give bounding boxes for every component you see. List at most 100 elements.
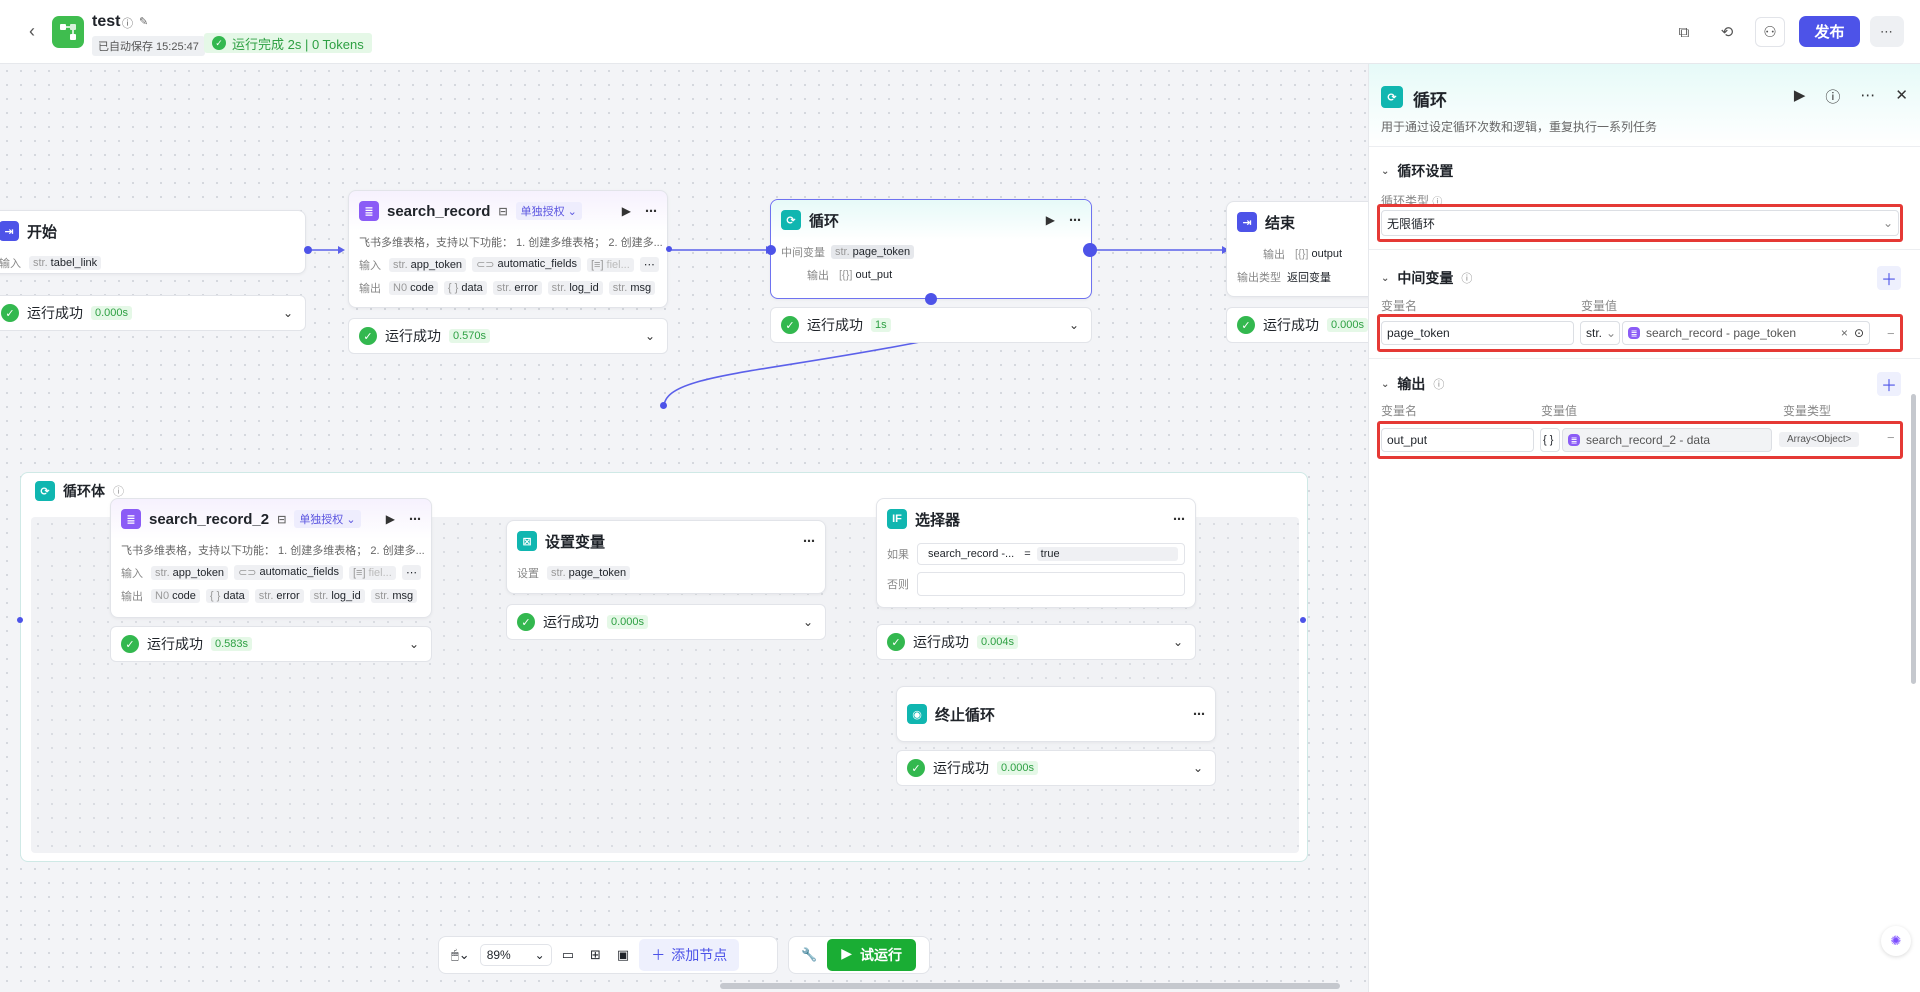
add-mid-var-button[interactable]: ＋ (1877, 266, 1901, 290)
layout-icon[interactable]: ⊞ (590, 947, 601, 962)
input-port[interactable] (766, 245, 776, 255)
output-port[interactable] (666, 246, 672, 252)
mouse-mode-icon[interactable]: 🖱⌄ (451, 947, 470, 962)
loop-type-select[interactable]: 无限循环⌄ (1381, 210, 1899, 236)
more-icon[interactable]: ⋯ (645, 204, 657, 218)
loop-body-port[interactable] (925, 293, 937, 305)
more-icon[interactable]: ⋯ (1173, 512, 1185, 526)
start-run-status[interactable]: ✓ 运行成功 0.000s ⌄ (0, 295, 306, 331)
output-port[interactable] (1083, 243, 1097, 257)
copy-icon[interactable]: ⧉ (1678, 23, 1690, 41)
chevron-down-icon: ⌄ (1172, 635, 1183, 649)
else-box[interactable] (917, 572, 1185, 596)
back-icon[interactable]: ‹ (29, 21, 35, 41)
collaborator-icon[interactable]: ⚇ (1755, 17, 1785, 47)
run-status-badge[interactable]: ✓ 运行完成 2s | 0 Tokens (204, 33, 372, 53)
more-tags-icon[interactable]: ⋯ (402, 565, 421, 580)
remove-icon[interactable]: − (1887, 430, 1895, 445)
info-icon: ⓘ (1433, 379, 1445, 391)
stop-loop-node[interactable]: ◉ 终止循环 ⋯ (896, 686, 1216, 742)
loop-icon: ⟳ (1381, 86, 1403, 108)
help-icon[interactable]: ⓘ (1825, 89, 1841, 106)
output-type-tag: Array<Object> (1779, 432, 1860, 447)
target-icon[interactable]: ⊙ (1853, 326, 1864, 340)
more-button[interactable]: ⋯ (1870, 16, 1904, 47)
clear-icon[interactable]: × (1840, 326, 1848, 340)
add-node-button[interactable]: ＋添加节点 (639, 939, 740, 971)
loop-body-end-port[interactable] (1300, 617, 1306, 623)
output-name-input[interactable]: out_put (1381, 428, 1534, 452)
run-icon[interactable]: ▶ (385, 512, 395, 526)
more-icon[interactable]: ⋯ (1860, 87, 1876, 104)
remove-icon[interactable]: − (1887, 326, 1895, 341)
loop-node[interactable]: ⟳ 循环 ▶⋯ 中间变量 str.page_token 输出 [{}]out_p… (770, 199, 1092, 299)
set-variable-node[interactable]: ⊠ 设置变量 ⋯ 设置 str.page_token (506, 520, 826, 594)
vertical-scrollbar[interactable] (1911, 394, 1916, 684)
end-node[interactable]: ⇥ 结束 输出 [{}]output 输出类型 返回变量 (1226, 201, 1368, 297)
chevron-down-icon: ⌄ (1882, 216, 1893, 230)
output-value-ref[interactable]: ≣ search_record_2 - data (1562, 428, 1772, 452)
trial-run-button[interactable]: ▶试运行 (827, 939, 916, 971)
more-icon[interactable]: ⋯ (1193, 707, 1205, 721)
success-icon: ✓ (1, 304, 19, 322)
success-icon: ✓ (517, 613, 535, 631)
start-node[interactable]: ⇥ 开始 输入 str.tabel_link (0, 210, 306, 274)
condition-box[interactable]: search_record -... = true (917, 543, 1185, 565)
highlight-box (1377, 314, 1903, 352)
workflow-canvas[interactable]: ⇥ 开始 输入 str.tabel_link ✓ 运行成功 0.000s ⌄ ≣… (0, 64, 1368, 992)
top-bar: ‹ test ⓘ ✎ 已自动保存 15:25:47 ✓ 运行完成 2s | 0 … (0, 0, 1920, 64)
search-record-run-status[interactable]: ✓ 运行成功 0.570s ⌄ (348, 318, 668, 354)
selector-node[interactable]: IF 选择器 ⋯ 如果 search_record -... = true 否则 (876, 498, 1196, 608)
more-icon[interactable]: ⋯ (803, 534, 815, 548)
add-output-button[interactable]: ＋ (1877, 372, 1901, 396)
run-icon[interactable]: ▶ (1045, 213, 1055, 227)
info-icon: ⓘ (1461, 273, 1473, 285)
more-icon[interactable]: ⋯ (409, 512, 421, 526)
mid-var-name-input[interactable]: page_token (1381, 321, 1574, 345)
search-record-2-run-status[interactable]: ✓ 运行成功 0.583s ⌄ (110, 626, 432, 662)
mid-var-type-select[interactable]: str.⌄ (1580, 321, 1620, 345)
close-icon[interactable]: ✕ (1895, 87, 1908, 104)
run-icon[interactable]: ▶ (621, 204, 631, 218)
loop-body-start-port[interactable] (17, 617, 23, 623)
output-type-brace[interactable]: { } (1540, 428, 1560, 452)
auth-dropdown[interactable]: 单独授权 ⌄ (294, 510, 361, 528)
search-record-2-node[interactable]: ≣ search_record_2 ⊟ 单独授权 ⌄ ▶⋯ 飞书多维表格，支持以… (110, 498, 432, 618)
minimap-icon[interactable]: ▣ (616, 947, 630, 962)
debug-icon[interactable]: 🔧 (801, 947, 818, 962)
history-icon[interactable]: ⟲ (1720, 24, 1734, 41)
loop-settings-section[interactable]: ⌄循环设置 (1381, 163, 1454, 179)
more-tags-icon[interactable]: ⋯ (639, 257, 659, 272)
highlight-box (1377, 204, 1903, 242)
loop-body-in-port[interactable] (660, 402, 667, 409)
output-port[interactable] (304, 246, 312, 254)
table-icon: ≣ (359, 201, 379, 221)
stop-loop-run-status[interactable]: ✓ 运行成功 0.000s ⌄ (896, 750, 1216, 786)
publish-button[interactable]: 发布 (1799, 16, 1860, 47)
info-icon[interactable]: ⓘ (122, 18, 133, 30)
assistant-icon[interactable]: ✺ (1881, 926, 1911, 956)
zoom-select[interactable]: 89%⌄ (479, 944, 552, 966)
run-icon[interactable]: ▶ (1793, 87, 1806, 104)
success-icon: ✓ (1237, 316, 1255, 334)
edit-icon[interactable]: ✎ (139, 16, 149, 28)
horizontal-scrollbar[interactable] (720, 983, 1340, 989)
app-title: test (92, 13, 121, 30)
set-variable-run-status[interactable]: ✓ 运行成功 0.000s ⌄ (506, 604, 826, 640)
more-icon[interactable]: ⋯ (1069, 213, 1081, 227)
auth-dropdown[interactable]: 单独授权 ⌄ (515, 202, 582, 220)
chevron-down-icon: ⌄ (282, 306, 293, 320)
search-record-node[interactable]: ≣ search_record ⊟ 单独授权 ⌄ ▶⋯ 飞书多维表格，支持以下功… (348, 190, 668, 308)
loop-run-status[interactable]: ✓ 运行成功 1s ⌄ (770, 307, 1092, 343)
loop-settings-panel: ⟳ 循环 ▶ ⓘ ⋯ ✕ 用于通过设定循环次数和逻辑，重复执行一系列任务 ⌄循环… (1368, 64, 1920, 992)
autosave-label: 已自动保存 15:25:47 (92, 36, 205, 56)
plugin-icon: ⊟ (498, 205, 508, 218)
loop-body-icon: ⟳ (35, 481, 55, 501)
end-run-status[interactable]: ✓ 运行成功 0.000s (1226, 307, 1368, 343)
var-tag: str.tabel_link (29, 255, 102, 270)
comment-icon[interactable]: ▭ (561, 947, 574, 962)
mid-var-value-ref[interactable]: ≣ search_record - page_token × ⊙ (1622, 321, 1870, 345)
selector-run-status[interactable]: ✓ 运行成功 0.004s ⌄ (876, 624, 1196, 660)
